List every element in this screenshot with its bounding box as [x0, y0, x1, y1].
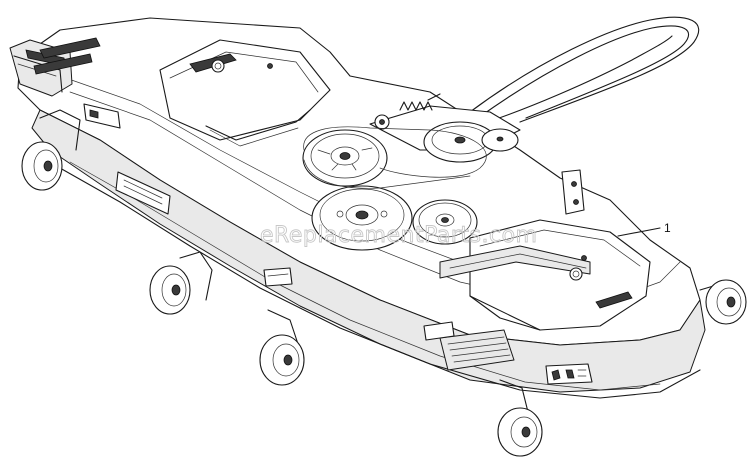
lift-handle: [469, 16, 700, 125]
spindle-pulley-center: [311, 185, 413, 251]
small-decal-front: [263, 267, 455, 341]
left-rear-wheel: [149, 251, 213, 315]
safety-decal-left-side: [115, 171, 171, 215]
callout-1: 1: [617, 221, 671, 237]
callout-1-leader: [617, 227, 661, 237]
spindle-pulley-right: [412, 199, 478, 245]
callout-1-label: 1: [664, 221, 671, 235]
right-belt-cover: [439, 219, 651, 331]
right-side-wheel: [699, 279, 747, 325]
drive-belt: [303, 126, 487, 189]
idler-arm-assembly: [369, 93, 521, 163]
right-deck-bracket: [561, 169, 585, 215]
watermark-text: eReplacementParts.com: [260, 223, 537, 248]
brand-decal-left-top: [33, 37, 101, 75]
front-center-wheel: [259, 309, 305, 386]
instruction-decal-center: [439, 329, 515, 371]
spindle-pulley-left: [302, 129, 388, 187]
front-right-wheel: [497, 379, 543, 457]
safety-decal-front: [545, 363, 593, 385]
warning-decal-left-side: [83, 103, 121, 129]
left-belt-cover: [159, 39, 331, 147]
